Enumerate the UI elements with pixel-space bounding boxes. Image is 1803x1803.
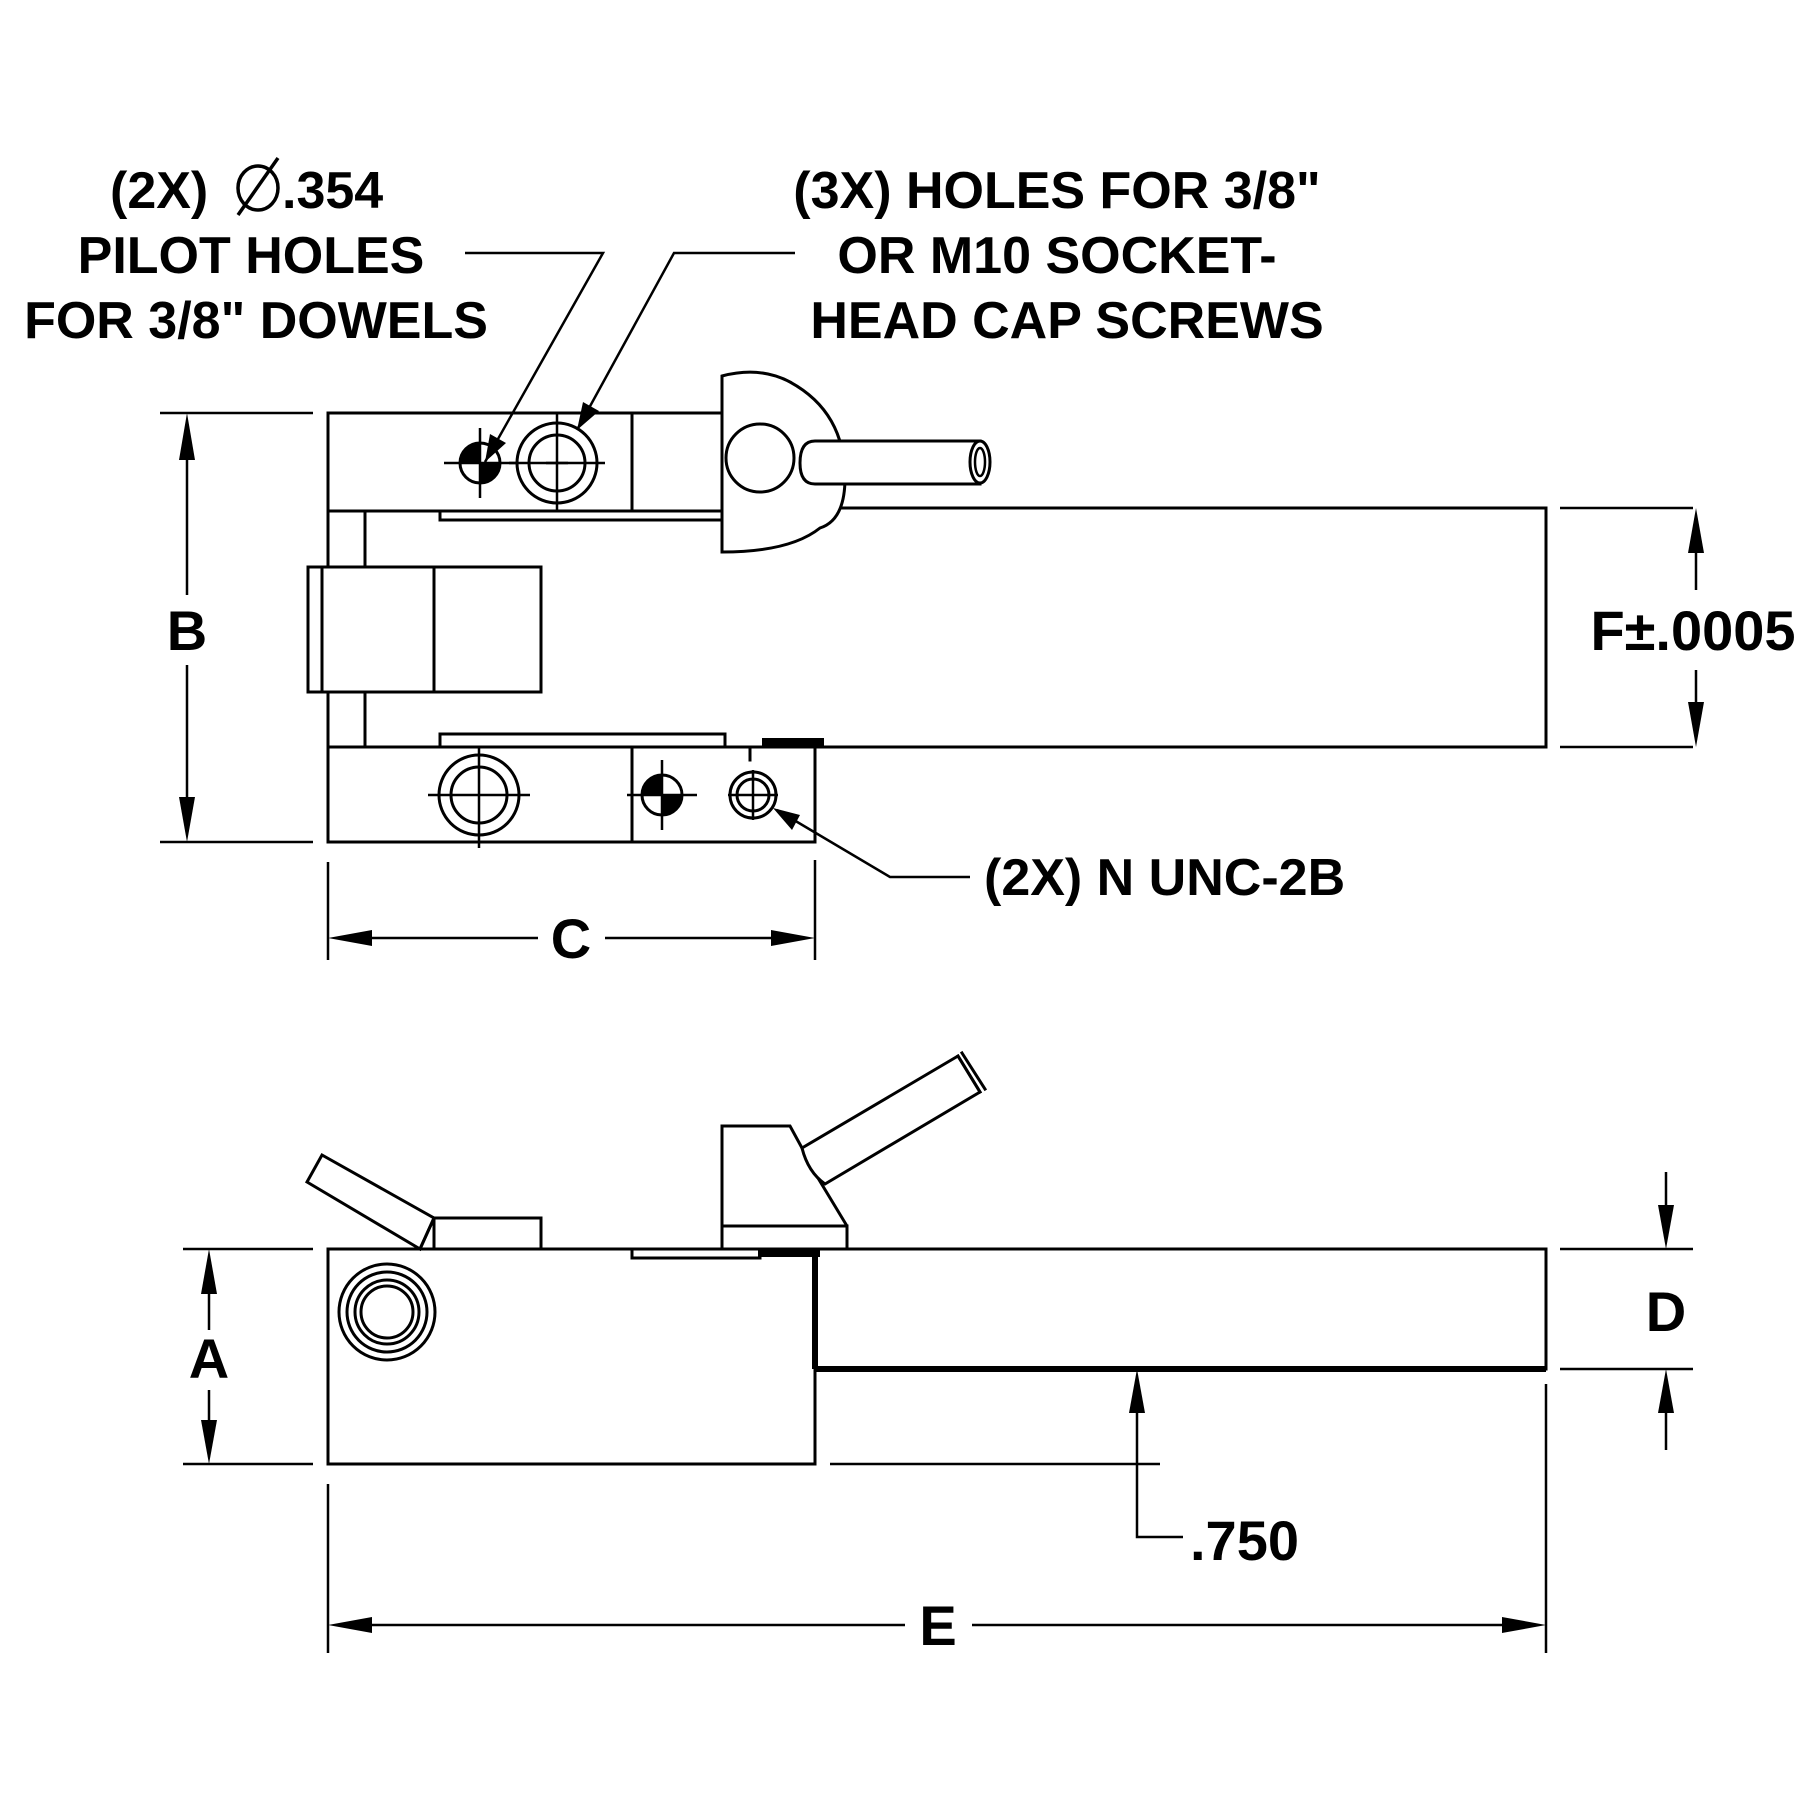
tapped-holes-leader — [776, 808, 970, 879]
top-view — [160, 251, 1704, 960]
cam-handle — [798, 439, 982, 486]
screw-holes-line1: (3X) HOLES FOR 3/8" — [793, 162, 1320, 220]
cam-side — [720, 1124, 849, 1251]
lower-jaw — [326, 745, 817, 844]
cam-handle-side — [800, 1053, 983, 1186]
screw-holes-leader — [575, 251, 795, 431]
screw-holes-line2: OR M10 SOCKET- — [837, 227, 1276, 285]
cam-pivot — [724, 422, 796, 494]
pilot-holes-qty: (2X) — [110, 162, 208, 220]
tool-blade-side — [813, 1247, 1548, 1371]
dim-d-label: D — [1646, 1280, 1686, 1343]
dimension-b — [160, 411, 313, 844]
side-view — [183, 1050, 1693, 1653]
clamp-block — [306, 565, 543, 694]
screw-hole-bottom — [428, 746, 530, 848]
dimension-a — [183, 1247, 313, 1466]
dimension-f — [1560, 506, 1704, 749]
dim-e-label: E — [919, 1594, 956, 1657]
side-clamp-lever — [304, 1152, 436, 1252]
tool-blade — [721, 506, 1548, 749]
dim-750-label: .750 — [1190, 1509, 1299, 1572]
screw-holes-line3: HEAD CAP SCREWS — [810, 292, 1323, 350]
pilot-holes-leader — [465, 251, 606, 463]
holder-body — [326, 1247, 817, 1466]
side-knob — [337, 1262, 437, 1362]
annotations: (2X) .354 PILOT HOLES FOR 3/8" DOWELS (3… — [24, 156, 1796, 1657]
dimension-750 — [830, 1369, 1183, 1539]
diameter-icon — [236, 156, 280, 217]
dim-a-label: A — [189, 1327, 229, 1390]
dim-c-label: C — [551, 907, 591, 970]
pilot-holes-line2: PILOT HOLES — [78, 227, 425, 285]
screw-hole-top — [509, 414, 605, 512]
dimension-e — [326, 1384, 1548, 1653]
pilot-holes-size: .354 — [282, 162, 383, 220]
dimension-d — [1560, 1172, 1693, 1450]
dim-b-label: B — [167, 599, 207, 662]
dimension-c — [326, 860, 817, 960]
tapped-hole — [728, 770, 778, 820]
tapped-holes-label: (2X) N UNC-2B — [984, 849, 1345, 907]
side-clamp-block — [432, 1216, 543, 1251]
pilot-hole-top — [444, 428, 516, 498]
pilot-holes-line3: FOR 3/8" DOWELS — [24, 292, 488, 350]
dim-f-label: F±.0005 — [1590, 599, 1795, 662]
pilot-hole-bottom — [627, 760, 697, 830]
